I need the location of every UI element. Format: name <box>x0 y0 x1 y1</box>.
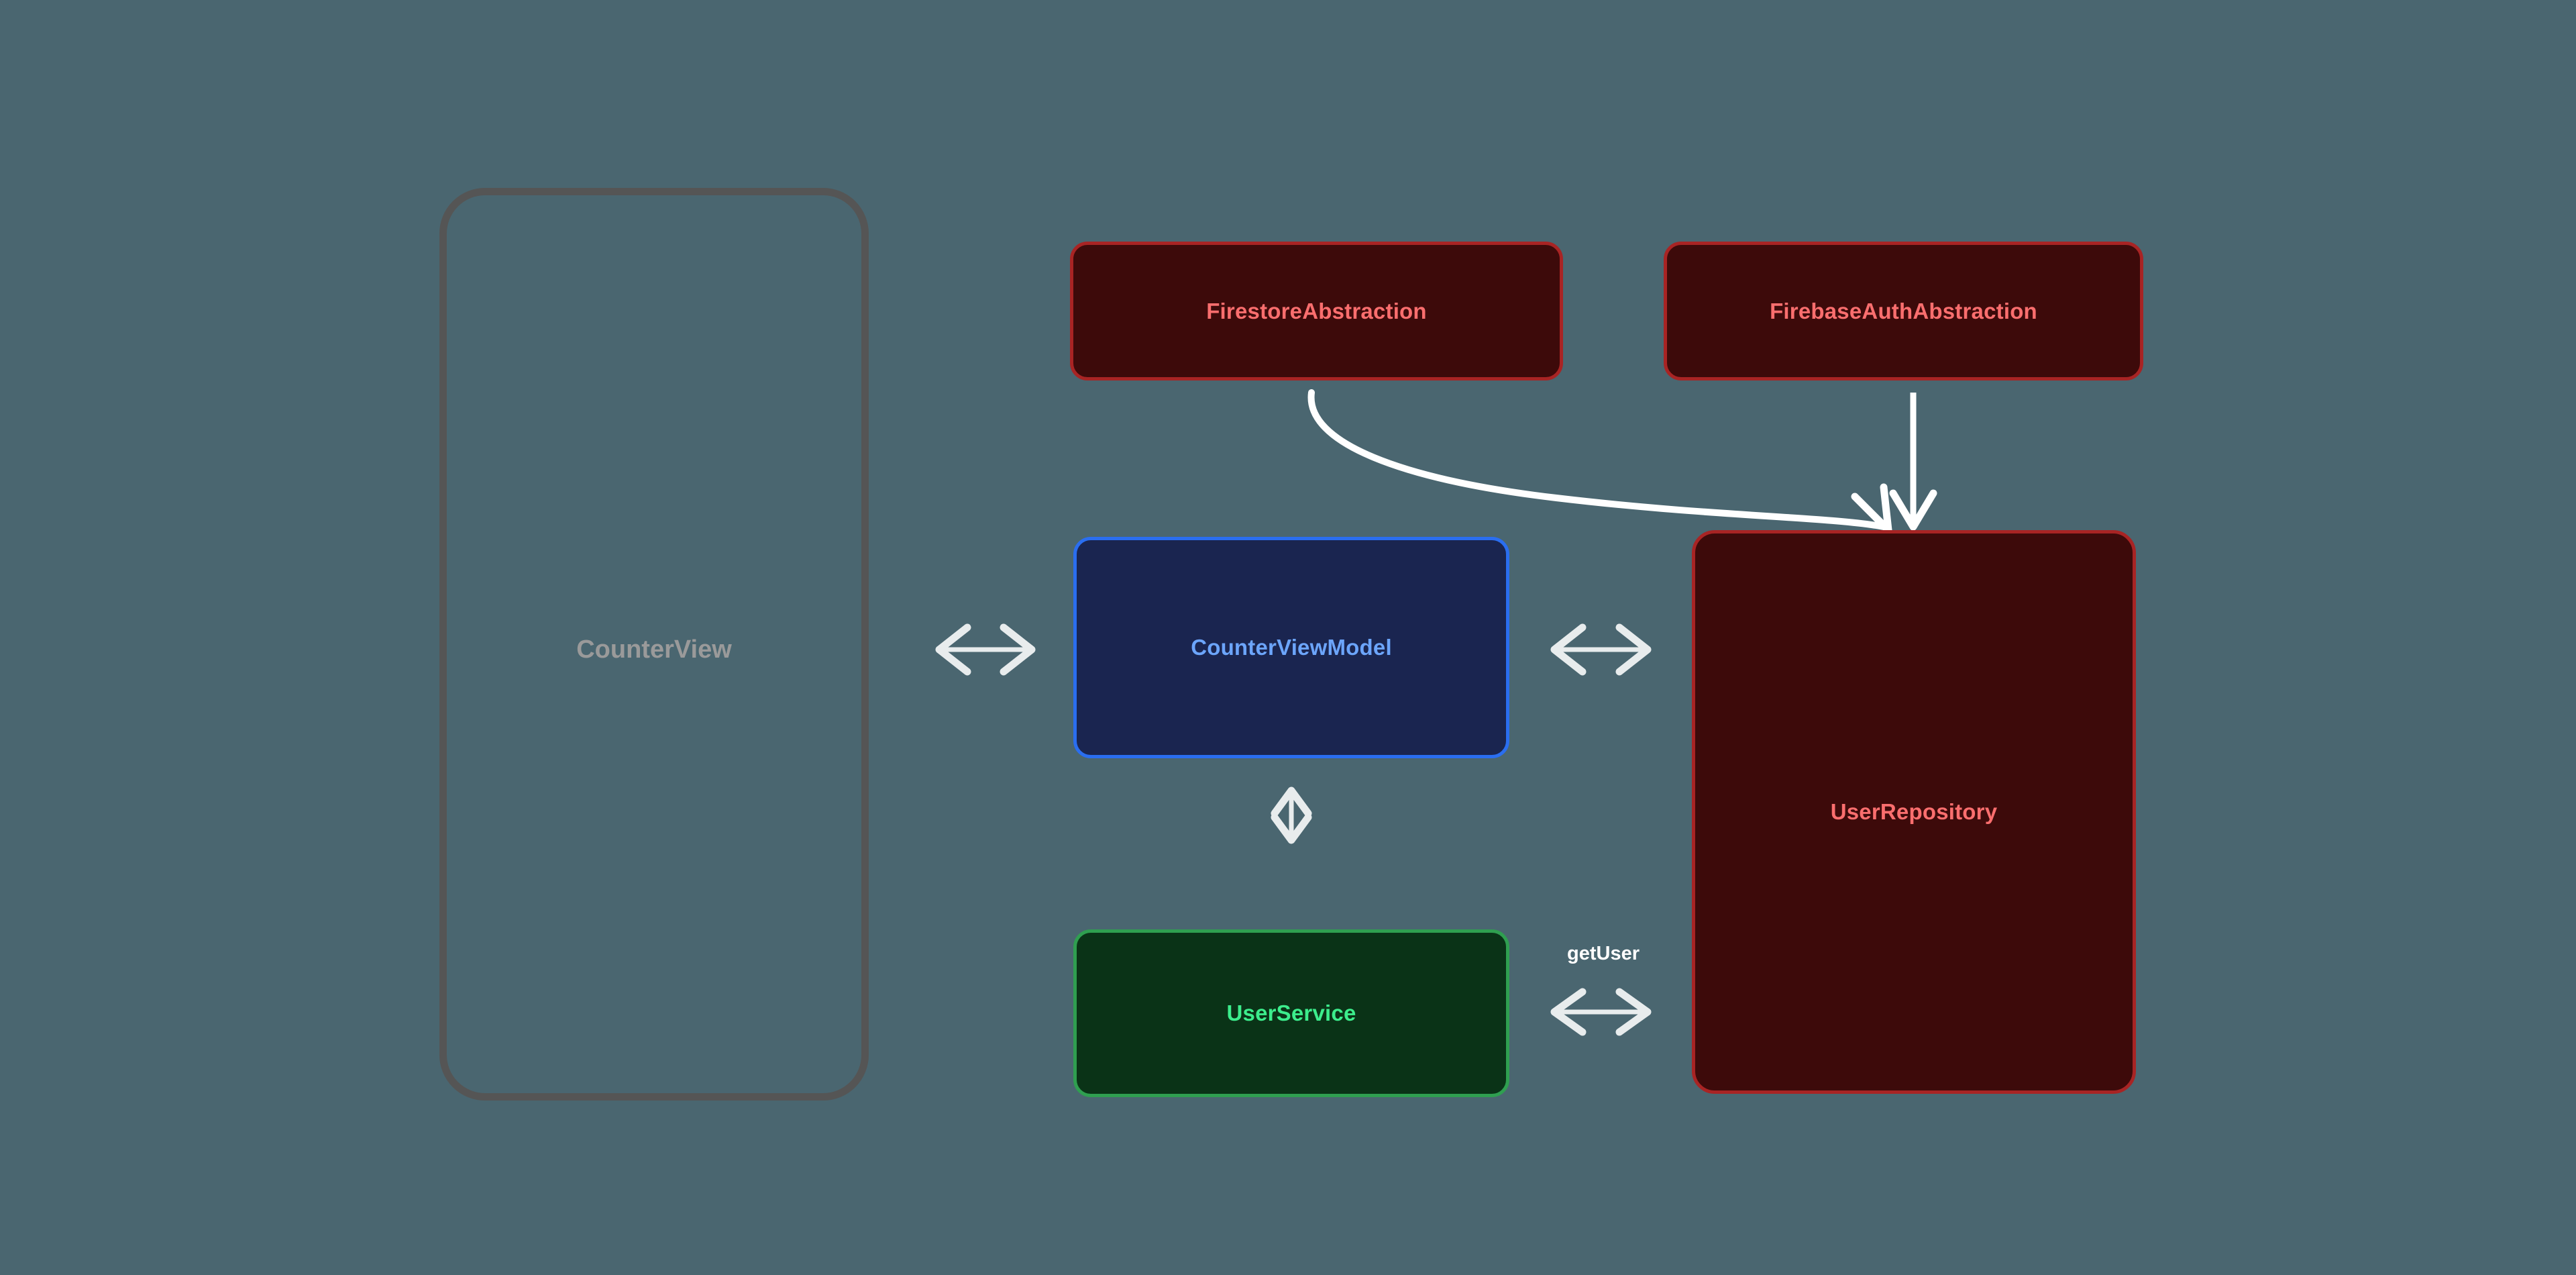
node-counter-view-model-label: CounterViewModel <box>1191 635 1392 660</box>
edge-firestore-to-repository <box>1307 389 1892 534</box>
node-user-service-label: UserService <box>1226 1001 1356 1026</box>
edge-userservice-to-repository <box>1550 988 1652 1036</box>
node-firestore-abstraction[interactable]: FirestoreAbstraction <box>1070 242 1563 380</box>
edge-view-to-viewmodel <box>935 623 1036 676</box>
node-firebase-auth-abstraction-label: FirebaseAuthAbstraction <box>1770 298 2037 323</box>
node-user-service[interactable]: UserService <box>1073 929 1509 1097</box>
node-firebase-auth-abstraction[interactable]: FirebaseAuthAbstraction <box>1664 242 2143 380</box>
node-firestore-abstraction-label: FirestoreAbstraction <box>1206 298 1427 323</box>
edge-viewmodel-to-repository <box>1550 623 1652 676</box>
node-user-repository-label: UserRepository <box>1830 799 1998 825</box>
node-counter-view-frame[interactable] <box>439 188 869 1101</box>
edge-viewmodel-to-userservice <box>1271 786 1312 844</box>
node-user-repository[interactable]: UserRepository <box>1692 530 2136 1094</box>
edge-label-get-user: getUser <box>1567 943 1640 964</box>
node-counter-view-label: CounterView <box>576 635 732 664</box>
edge-firebaseauth-to-repository <box>1889 393 1937 531</box>
node-counter-view-model[interactable]: CounterViewModel <box>1073 537 1509 758</box>
